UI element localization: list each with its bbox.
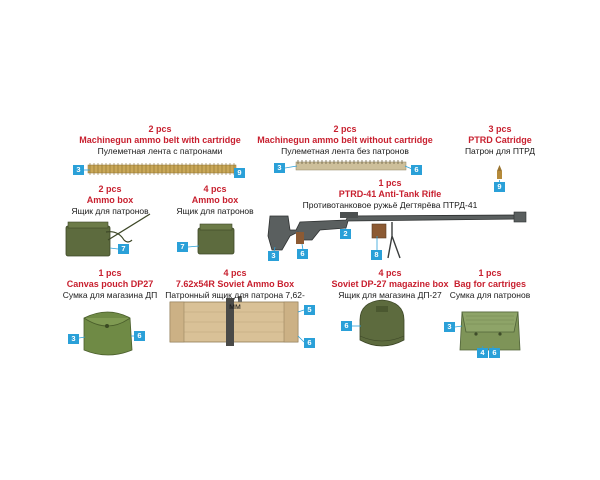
caption-ammo-box-1: 2 pcs Ammo box Ящик для патронов xyxy=(55,184,165,217)
quantity: 1 pcs xyxy=(98,268,122,278)
part-marker: 2 xyxy=(340,229,351,239)
quantity: 3 pcs xyxy=(488,124,512,134)
part-marker: 3 xyxy=(444,322,455,332)
ptrd-cartridge-image xyxy=(497,165,502,179)
russian-title: Патронный ящик для патрона 7,62-мм xyxy=(165,290,305,311)
english-title: Machinegun ammo belt with cartridge xyxy=(79,135,241,145)
caption-ptrd-rifle: 1 pcs PTRD-41 Anti-Tank Rifle Противотан… xyxy=(290,178,490,211)
ammo-box-image-1 xyxy=(65,213,151,257)
part-marker: 6 xyxy=(489,348,500,358)
english-title: 7.62x54R Soviet Ammo Box xyxy=(175,279,295,289)
russian-title: Ящик для патронов xyxy=(176,206,254,216)
quantity: 4 pcs xyxy=(378,268,402,278)
ammo-belt-with-cartridge-image xyxy=(87,163,237,175)
russian-title: Пулеметная лента без патронов xyxy=(281,146,409,156)
english-title: Ammo box xyxy=(191,195,239,205)
russian-title: Сумка для магазина ДП xyxy=(62,290,158,300)
caption-belt-with: 2 pcs Machinegun ammo belt with cartridg… xyxy=(60,124,260,157)
english-title: Bag for cartriges xyxy=(453,279,527,289)
dp27-magazine-box-image xyxy=(359,299,405,347)
russian-title: Патрон для ПТРД xyxy=(464,146,536,156)
caption-ammo-box-2: 4 pcs Ammo box Ящик для патронов xyxy=(160,184,270,217)
quantity: 1 pcs xyxy=(478,268,502,278)
russian-title: Ящик для магазина ДП-27 xyxy=(338,290,442,300)
english-title: Canvas pouch DP27 xyxy=(66,279,154,289)
quantity: 2 pcs xyxy=(333,124,357,134)
english-title: Machinegun ammo belt without cartridge xyxy=(257,135,433,145)
caption-ptrd-cartridge: 3 pcs PTRD Catridge Патрон для ПТРД xyxy=(460,124,540,157)
part-marker: 6 xyxy=(134,331,145,341)
russian-title: Ящик для патронов xyxy=(71,206,149,216)
quantity: 4 pcs xyxy=(223,268,247,278)
english-title: PTRD Catridge xyxy=(468,135,532,145)
quantity: 2 pcs xyxy=(98,184,122,194)
russian-title: Пулеметная лента с патронами xyxy=(97,146,223,156)
russian-title: Противотанковое ружьё Дегтярёва ПТРД-41 xyxy=(302,200,478,210)
ptrd-rifle-image xyxy=(267,211,527,259)
soviet-ammo-box-image xyxy=(169,296,299,346)
russian-title: Сумка для патронов xyxy=(449,290,531,300)
part-marker: 7 xyxy=(177,242,188,252)
canvas-pouch-image xyxy=(83,311,133,356)
part-marker: 6 xyxy=(297,249,308,259)
caption-dp27-mag-box: 4 pcs Soviet DP-27 magazine box Ящик для… xyxy=(325,268,455,301)
caption-cartridge-bag: 1 pcs Bag for cartriges Сумка для патрон… xyxy=(440,268,540,301)
part-marker: 3 xyxy=(68,334,79,344)
part-marker: 9 xyxy=(494,182,505,192)
part-marker: 4 xyxy=(477,348,488,358)
english-title: Ammo box xyxy=(86,195,134,205)
quantity: 4 pcs xyxy=(203,184,227,194)
caption-belt-without: 2 pcs Machinegun ammo belt without cartr… xyxy=(250,124,440,157)
part-marker: 3 xyxy=(268,251,279,261)
cartridge-bag-image xyxy=(459,311,521,351)
ammo-box-image-2 xyxy=(197,223,235,255)
quantity: 1 pcs xyxy=(378,178,402,188)
part-marker: 3 xyxy=(274,163,285,173)
part-marker: 8 xyxy=(371,250,382,260)
part-marker: 9 xyxy=(234,168,245,178)
english-title: PTRD-41 Anti-Tank Rifle xyxy=(338,189,442,199)
part-marker: 6 xyxy=(304,338,315,348)
ammo-belt-without-cartridge-image xyxy=(295,160,407,171)
part-marker: 5 xyxy=(304,305,315,315)
part-marker: 7 xyxy=(118,244,129,254)
english-title: Soviet DP-27 magazine box xyxy=(331,279,449,289)
part-marker: 6 xyxy=(411,165,422,175)
caption-soviet-ammo-box: 4 pcs 7.62x54R Soviet Ammo Box Патронный… xyxy=(160,268,310,312)
part-marker: 6 xyxy=(341,321,352,331)
quantity: 2 pcs xyxy=(148,124,172,134)
caption-canvas-pouch: 1 pcs Canvas pouch DP27 Сумка для магази… xyxy=(55,268,165,301)
part-marker: 3 xyxy=(73,165,84,175)
